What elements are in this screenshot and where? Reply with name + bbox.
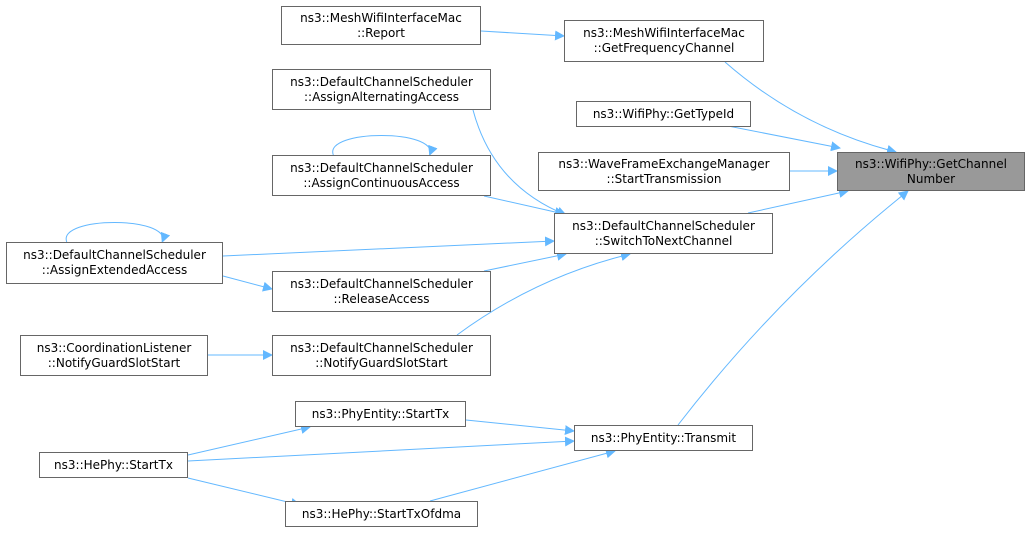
node-coord-guard[interactable]: ns3::CoordinationListener::NotifyGuardSl…: [20, 335, 208, 376]
node-phyentity-transmit[interactable]: ns3::PhyEntity::Transmit: [574, 425, 753, 451]
node-label-line: ns3::MeshWifiInterfaceMac: [583, 26, 745, 40]
node-label-line: ns3::HePhy::StartTxOfdma: [301, 506, 462, 521]
node-dcs-guard[interactable]: ns3::DefaultChannelScheduler::NotifyGuar…: [272, 335, 491, 376]
node-label-line: ::Report: [357, 25, 405, 40]
edge-hephy-ofdma-to-phyentity-transmit: [429, 448, 616, 502]
node-dcs-release[interactable]: ns3::DefaultChannelScheduler::ReleaseAcc…: [272, 271, 491, 312]
node-label-line: ::AssignContinuousAccess: [303, 175, 460, 190]
edge-dcs-extended-to-dcs-switch: [222, 236, 555, 257]
node-label-line: ::AssignExtendedAccess: [41, 263, 188, 277]
node-label-line: ::GetFrequencyChannel: [593, 41, 735, 55]
node-label-line: ns3::CoordinationListener: [36, 340, 192, 355]
node-label-line: ns3::PhyEntity::StartTx: [311, 406, 450, 421]
node-wave-start[interactable]: ns3::WaveFrameExchangeManager::StartTran…: [538, 152, 790, 191]
node-label-line: ns3::PhyEntity::Transmit: [590, 430, 737, 445]
node-hephy-ofdma[interactable]: ns3::HePhy::StartTxOfdma: [285, 501, 478, 527]
edge-dcs-continuous-to-dcs-continuous: [332, 135, 438, 156]
node-mesh-getfreq[interactable]: ns3::MeshWifiInterfaceMac::GetFrequencyC…: [564, 20, 764, 62]
node-label-line: Number: [906, 171, 956, 186]
node-label-line: ns3::DefaultChannelScheduler: [23, 248, 206, 262]
edge-hephy-starttx-to-phyentity-transmit: [187, 436, 575, 462]
node-label-line: ::ReleaseAccess: [333, 291, 430, 306]
node-label-line: ns3::DefaultChannelScheduler: [290, 74, 473, 89]
node-label-line: ::StartTransmission: [606, 171, 722, 186]
node-mesh-report[interactable]: ns3::MeshWifiInterfaceMac::Report: [281, 6, 481, 45]
node-label-line: ns3::WifiPhy::GetTypeId: [592, 106, 735, 121]
edge-hephy-starttx-to-hephy-ofdma: [187, 477, 301, 508]
edge-dcs-extended-to-dcs-extended: [65, 222, 171, 243]
node-wifiphy-typeid[interactable]: ns3::WifiPhy::GetTypeId: [576, 101, 751, 127]
edge-dcs-switch-to-root: [747, 188, 849, 214]
node-dcs-switch[interactable]: ns3::DefaultChannelScheduler::SwitchToNe…: [554, 213, 773, 254]
node-label-line: ::NotifyGuardSlotStart: [315, 355, 448, 370]
node-phyentity-starttx[interactable]: ns3::PhyEntity::StartTx: [295, 401, 466, 427]
node-label-line: ::AssignAlternatingAccess: [303, 89, 459, 104]
edge-phyentity-transmit-to-root: [677, 190, 909, 426]
node-label-line: ns3::MeshWifiInterfaceMac: [300, 10, 462, 25]
edge-mesh-report-to-mesh-getfreq: [480, 30, 565, 41]
node-label-line: ns3::DefaultChannelScheduler: [290, 160, 473, 175]
node-dcs-continuous[interactable]: ns3::DefaultChannelScheduler::AssignCont…: [272, 155, 491, 196]
edge-dcs-release-to-dcs-switch: [483, 250, 567, 272]
node-dcs-alternating[interactable]: ns3::DefaultChannelScheduler::AssignAlte…: [272, 69, 491, 110]
edge-wifiphy-typeid-to-root: [727, 125, 841, 152]
node-label-line: ns3::WaveFrameExchangeManager: [558, 156, 770, 171]
edge-hephy-starttx-to-phyentity-starttx: [187, 424, 311, 456]
node-dcs-extended[interactable]: ns3::DefaultChannelScheduler::AssignExte…: [6, 242, 223, 284]
edge-dcs-continuous-to-dcs-switch: [483, 195, 565, 217]
edge-phyentity-starttx-to-phyentity-transmit: [465, 419, 575, 436]
node-label-line: ns3::DefaultChannelScheduler: [572, 218, 755, 233]
edge-dcs-alternating-to-dcs-switch: [472, 109, 567, 217]
node-label-line: ns3::DefaultChannelScheduler: [290, 340, 473, 355]
node-label-line: ns3::DefaultChannelScheduler: [290, 276, 473, 291]
node-label-line: ::SwitchToNextChannel: [594, 233, 733, 248]
node-hephy-starttx[interactable]: ns3::HePhy::StartTx: [39, 452, 188, 478]
node-label-line: ::NotifyGuardSlotStart: [47, 355, 181, 370]
edge-dcs-guard-to-dcs-switch: [456, 251, 631, 336]
node-label-line: ns3::HePhy::StartTx: [54, 457, 173, 472]
edge-mesh-getfreq-to-root: [724, 61, 897, 155]
node-label-line: ns3::WifiPhy::GetChannel: [855, 156, 1007, 171]
edge-dcs-extended-to-dcs-release: [222, 275, 273, 292]
